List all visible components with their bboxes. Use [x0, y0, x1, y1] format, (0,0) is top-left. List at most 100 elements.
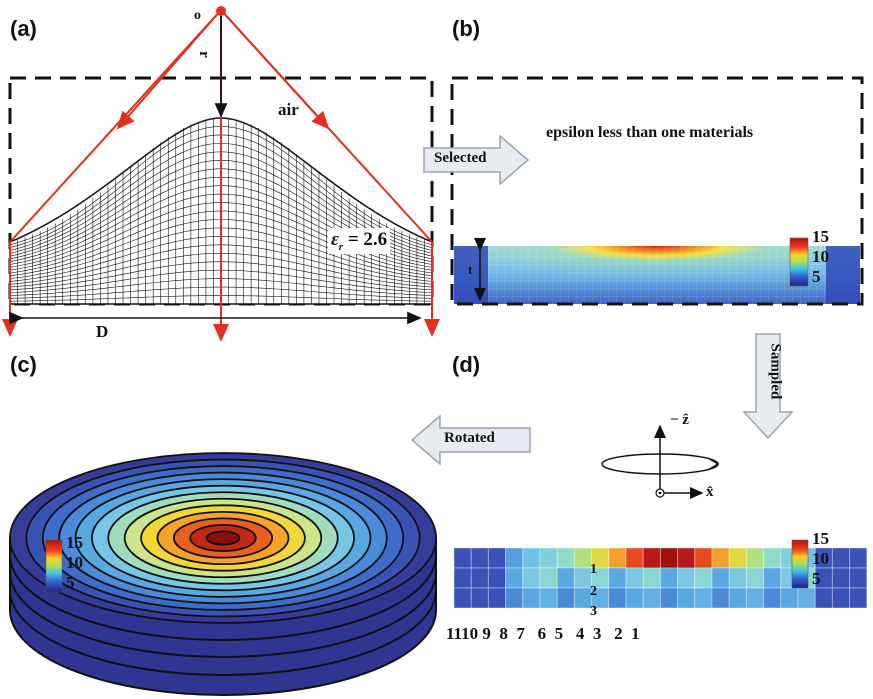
grid-cell [745, 547, 765, 569]
grid-cell [556, 587, 575, 609]
cb-d-tick-10: 10 [812, 549, 829, 568]
colorbar-b [789, 237, 809, 287]
grid-cell [677, 587, 696, 609]
grid-cell [625, 567, 644, 589]
grid-cell [797, 587, 816, 609]
grid-cell [694, 587, 713, 609]
grid-cell [470, 587, 489, 609]
grid-cell [711, 587, 730, 609]
panel-d-label: (d) [452, 352, 481, 377]
panel-a [2, 6, 440, 342]
panel-d [453, 424, 868, 609]
cb-c-tick-10: 10 [66, 553, 83, 572]
grid-cell [642, 587, 661, 609]
grid-cell [487, 587, 507, 609]
grid-cell [608, 547, 627, 569]
grid-cell [453, 587, 472, 609]
grid-cell [625, 587, 644, 609]
ray-right-arrow [220, 9, 330, 130]
grid-cell [831, 567, 851, 589]
grid-cell [763, 547, 782, 569]
permittivity-label: εr = 2.6 [328, 228, 391, 254]
grid-cell [522, 567, 541, 589]
grid-cell [711, 567, 730, 589]
selected-arrow [423, 134, 530, 186]
grid-cell [453, 567, 472, 589]
grid-cell [470, 567, 489, 589]
colorbar-c [45, 539, 63, 593]
grid-cell [728, 547, 747, 569]
ray-left-outer [9, 9, 222, 243]
grid-cell [659, 567, 679, 589]
grid-cell [522, 587, 541, 609]
ray-left-arrow [116, 9, 222, 130]
grid-cell [659, 587, 679, 609]
grid-cell [539, 567, 558, 589]
cb-d-tick-5: 5 [812, 569, 821, 588]
z-axis-label: − ẑ [670, 412, 689, 428]
air-label: air [278, 100, 299, 119]
layer-number-1: 1 [590, 562, 597, 577]
cb-d-tick-15: 15 [812, 529, 829, 548]
grid-cell [625, 547, 644, 569]
cb-c-tick-5: 5 [66, 573, 75, 592]
sampled-label: Sampled [767, 343, 784, 400]
ring-numbers: 1110 9 8 7 6 5 4 3 2 1 [446, 624, 640, 643]
grid-cell [608, 587, 627, 609]
cb-c-tick-15: 15 [66, 533, 83, 552]
grid-cell [780, 587, 799, 609]
grid-cell [556, 547, 575, 569]
grid-cell [728, 587, 747, 609]
grid-cell [831, 587, 851, 609]
grid-cell [831, 547, 851, 569]
grid-cell [487, 547, 507, 569]
grid-cell [556, 567, 575, 589]
cb-b-tick-5: 5 [812, 267, 821, 286]
selected-label: Selected [434, 150, 487, 166]
diameter-label: D [96, 322, 109, 341]
grid-cell [711, 547, 730, 569]
layer-number-3: 3 [590, 604, 597, 619]
grid-cell [608, 567, 627, 589]
panel-b-title: epsilon less than one materials [546, 124, 754, 141]
grid-cell [745, 567, 765, 589]
disk-top-contours [9, 452, 437, 624]
sampled-arrow [742, 333, 794, 440]
grid-cell [453, 547, 472, 569]
origin-label: o [194, 8, 201, 23]
grid-cell [849, 567, 868, 589]
grid-cell [814, 587, 833, 609]
t-label: t [468, 262, 473, 277]
panel-a-label: (a) [10, 16, 37, 41]
grid-cell [763, 567, 782, 589]
grid-cell [694, 567, 713, 589]
grid-cell [694, 547, 713, 569]
grid-cell [487, 567, 507, 589]
cb-b-tick-15: 15 [812, 227, 829, 246]
grid-cell [539, 547, 558, 569]
panel-c-label: (c) [10, 352, 37, 377]
grid-cell [505, 547, 524, 569]
grid-cell [522, 547, 541, 569]
grid-cell [505, 567, 524, 589]
panel-b-label: (b) [452, 16, 481, 41]
grid-cell [642, 547, 661, 569]
grid-cell [659, 547, 679, 569]
sampled-grid [453, 547, 868, 609]
grid-cell [849, 587, 868, 609]
panel-b [450, 76, 864, 306]
grid-cell [642, 567, 661, 589]
cb-b-tick-10: 10 [812, 247, 829, 266]
grid-cell [677, 567, 696, 589]
layer-number-2: 2 [590, 584, 597, 599]
r-label: r [195, 51, 212, 58]
grid-cell [505, 587, 524, 609]
grid-cell [470, 547, 489, 569]
focal-point [216, 6, 226, 16]
grid-cell [677, 547, 696, 569]
disk-ring [205, 530, 241, 546]
grid-cell [763, 587, 782, 609]
colorbar-d [791, 539, 809, 589]
rotated-label: Rotated [444, 430, 495, 446]
